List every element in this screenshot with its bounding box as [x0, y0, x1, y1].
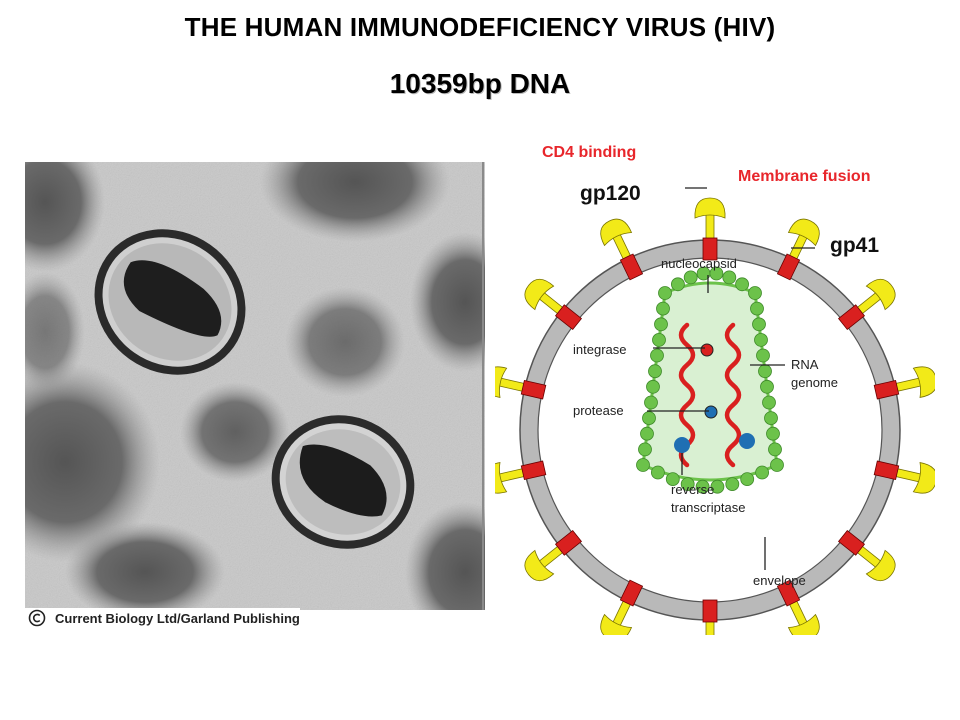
glycoprotein-spikes [495, 197, 935, 635]
integrase-dot [700, 343, 714, 357]
capsid-bead [650, 465, 665, 480]
capsid-bead [650, 348, 664, 363]
label-nucleocapsid: nucleocapsid [661, 256, 737, 271]
copyright-icon [28, 609, 46, 627]
capsid-bead [756, 348, 770, 363]
gp41-segment [554, 529, 583, 556]
gp41-segment [520, 379, 547, 400]
capsid-bead [735, 277, 750, 292]
capsid-bead [760, 379, 774, 394]
capsid-bead [748, 286, 762, 300]
gp120-spike [694, 197, 726, 245]
label-integrase: integrase [573, 342, 626, 357]
image-divider [482, 162, 484, 610]
label-transcriptase: transcriptase [671, 500, 745, 515]
capsid-bead [680, 477, 695, 492]
label-envelope: envelope [753, 573, 806, 588]
reverse-transcriptase-dot-right [739, 433, 755, 449]
gp41-segment [619, 579, 644, 607]
membrane-fusion-label: Membrane fusion [738, 168, 871, 185]
capsid-bead [770, 458, 784, 472]
gp41-segment [776, 253, 801, 281]
gp41-label: gp41 [830, 234, 880, 257]
capsid-bead [642, 411, 656, 426]
label-protease: protease [573, 403, 624, 418]
gp41-segment [837, 304, 866, 331]
capsid-bead [709, 266, 724, 281]
gp41-segment [702, 599, 718, 623]
gp120-label: gp120 [580, 182, 641, 205]
gp120-spike [889, 462, 935, 494]
capsid-bead [648, 364, 662, 379]
label-reverse: reverse [671, 482, 714, 497]
protease-dot [704, 405, 718, 419]
capsid-bead [683, 270, 698, 285]
capsid-bead [755, 465, 770, 480]
capsid-bead [764, 411, 778, 426]
capsid-bead [762, 395, 776, 410]
capsid-bead [646, 379, 660, 394]
gp41-segment [554, 304, 583, 331]
capsid-bead [644, 395, 658, 410]
label-rna: RNA [791, 357, 819, 372]
reverse-transcriptase-dot-left [674, 437, 690, 453]
capsid-bead [752, 317, 766, 332]
capsid-bead [652, 332, 666, 347]
page-title: THE HUMAN IMMUNODEFICIENCY VIRUS (HIV) [184, 12, 776, 42]
capsid-bead [636, 458, 650, 472]
cd4-binding-label: CD4 binding [542, 144, 637, 161]
label-genome: genome [791, 375, 838, 390]
capsid-bead [750, 301, 764, 316]
capsid-bead [665, 472, 680, 487]
capsid-bead [766, 426, 780, 441]
capsid-bead [758, 364, 772, 379]
capsid-bead [740, 472, 755, 487]
page-subtitle: 10359bp DNA [389, 68, 571, 99]
capsid-bead [695, 479, 710, 494]
capsid-bead [722, 270, 737, 285]
capsid-bead [638, 442, 652, 457]
electron-micrograph [25, 162, 485, 610]
capsid-bead [640, 426, 654, 441]
gp41-segment [837, 529, 866, 556]
gp41-segment [873, 460, 900, 481]
gp41-segment [776, 579, 801, 607]
gp41-segments [520, 237, 900, 623]
leader-lines [647, 187, 815, 570]
rna-strand-right [724, 322, 742, 468]
capsid-bead [656, 301, 670, 316]
hiv-structure-diagram: nucleocapsid integrase protease RNA geno… [495, 165, 935, 635]
gp41-segment [702, 237, 718, 261]
capsid-bead [654, 317, 668, 332]
capsid-bead [725, 477, 740, 492]
capsid-bead [754, 332, 768, 347]
capsid-proteins [636, 266, 784, 494]
gp41-segment [520, 460, 547, 481]
capsid-bead [670, 277, 685, 292]
capsid-bead [710, 479, 725, 494]
credit-bar: Current Biology Ltd/Garland Publishing [25, 608, 300, 632]
capsid-bead [768, 442, 782, 457]
capsid-bead [658, 286, 672, 300]
gp120-spike [889, 366, 935, 398]
gp41-segment [619, 253, 644, 281]
gp41-segment [873, 379, 900, 400]
credit-text: Current Biology Ltd/Garland Publishing [55, 611, 300, 626]
